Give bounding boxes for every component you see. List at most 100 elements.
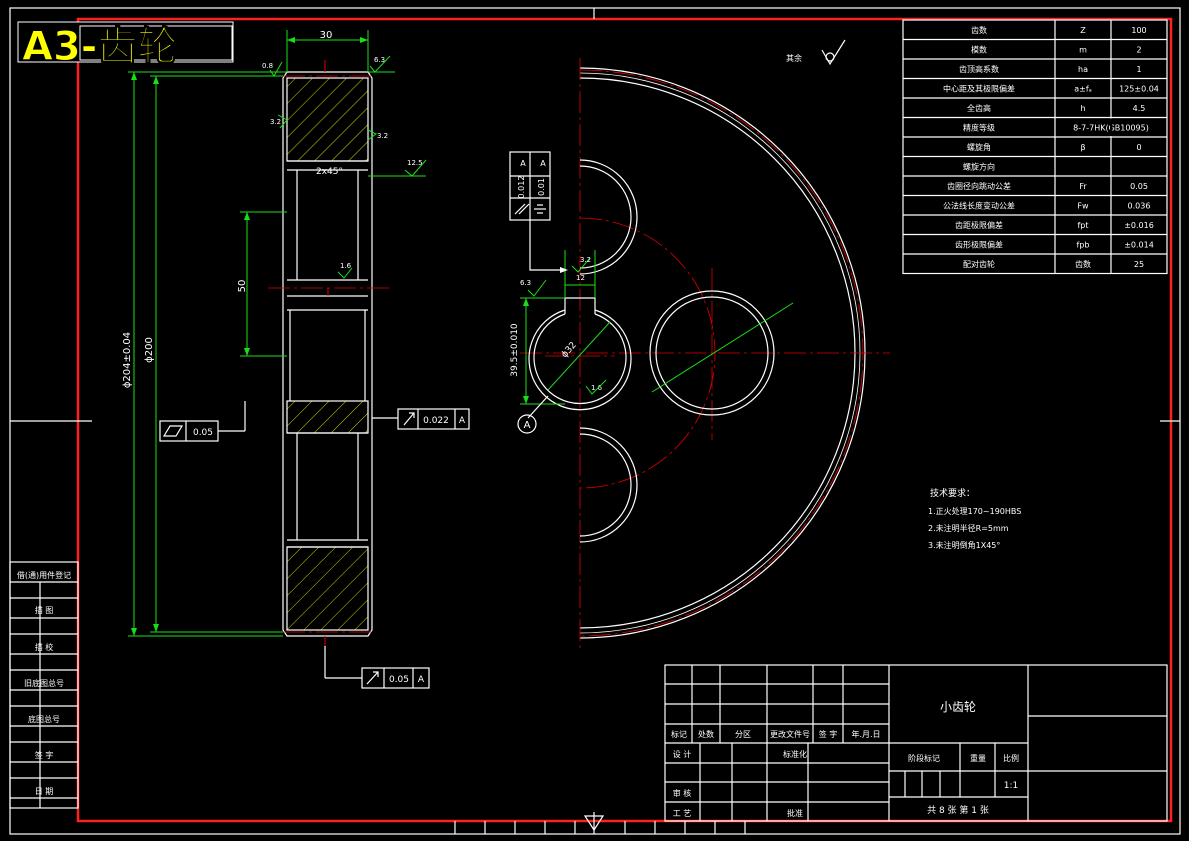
param-symbol: m	[1079, 46, 1087, 55]
standard-label: 标准化	[783, 749, 807, 759]
param-value: ±0.016	[1124, 221, 1154, 230]
rev-header: 标记	[671, 729, 687, 739]
left-strip: 借(通)用件登记 描 图 描 校 旧底图总号 底图总号 签 字 日 期	[9, 561, 79, 809]
param-value: 0.05	[1130, 182, 1148, 191]
param-symbol: h	[1080, 104, 1085, 113]
strip-label: 描 图	[35, 605, 54, 615]
param-symbol: fpt	[1077, 221, 1088, 230]
tech-item: 2.未注明半径R=5mm	[928, 523, 1009, 533]
param-name: 齿数	[971, 25, 987, 35]
param-name: 全齿高	[967, 103, 991, 113]
title-text: A3-齿轮	[22, 24, 177, 70]
datum-label: A	[524, 420, 531, 431]
front-view	[520, 58, 890, 648]
rest-label: 其余	[786, 53, 802, 63]
param-name: 模数	[971, 45, 987, 55]
hole-dia-dim: ϕ32	[560, 340, 579, 360]
section-view	[268, 60, 390, 646]
param-value: 25	[1134, 260, 1144, 269]
rough-label: 0.8	[262, 62, 273, 70]
approve-label: 批准	[787, 808, 803, 818]
param-name: 齿圈径向跳动公差	[947, 181, 1011, 191]
gdt-runout-hub: 0.022 A	[372, 408, 470, 430]
part-name: 小齿轮	[940, 700, 976, 714]
param-name: 公法线长度变动公差	[943, 201, 1015, 211]
gdt-value: 0.01	[537, 178, 546, 196]
stage-label: 阶段标记	[908, 753, 940, 763]
param-name: 齿顶高系数	[959, 64, 999, 74]
rev-header: 更改文件号	[770, 729, 810, 739]
rough-label: 6.3	[374, 56, 385, 64]
param-name: 螺旋角	[967, 142, 991, 152]
strip-label: 底图总号	[28, 714, 60, 724]
strip-label: 旧底图总号	[24, 678, 64, 688]
param-value: 2	[1136, 46, 1141, 55]
design-label: 设 计	[673, 749, 692, 759]
param-name: 螺旋方向	[963, 162, 995, 172]
gdt-runout-bottom: 0.05 A	[324, 646, 430, 689]
zone-marks	[454, 821, 746, 834]
rough-label: 3.2	[270, 118, 281, 126]
tech-title: 技术要求：	[930, 487, 975, 499]
chamfer-dim: 2x45°	[316, 167, 343, 177]
param-symbol: 齿数	[1075, 259, 1091, 269]
gdt-keyway: 0.012 0.01 A A	[509, 151, 568, 273]
width-dim: 30	[320, 30, 333, 41]
hatch-rim-bottom	[286, 546, 369, 631]
rev-header: 年.月.日	[851, 729, 880, 739]
param-value: 1	[1136, 65, 1141, 74]
param-symbol: Fw	[1077, 202, 1089, 211]
inner-dim: 50	[237, 280, 248, 293]
rough-label: 6.3	[520, 279, 531, 287]
param-name: 精度等级	[963, 123, 995, 133]
param-value: 0.036	[1128, 202, 1151, 211]
hatch-hub	[286, 400, 369, 434]
rough-label: 12.5	[407, 159, 423, 167]
param-name: 中心距及其极限偏差	[943, 84, 1015, 94]
rev-header: 处数	[698, 729, 714, 739]
section-dimensions: 30 ϕ204±0.04 ϕ200 50 2x45° 0.8 6.3 3.2 3…	[122, 30, 427, 637]
pd-dim: ϕ200	[144, 337, 155, 363]
key-width-dim: 12	[576, 274, 585, 282]
border-frame	[76, 17, 1173, 823]
param-name: 配对齿轮	[963, 259, 995, 269]
tech-item: 3.未注明倒角1X45°	[928, 540, 1000, 550]
scale-label: 比例	[1003, 753, 1019, 763]
process-label: 工 艺	[673, 809, 692, 818]
gdt-ref: A	[418, 675, 425, 685]
param-name: 齿形极限偏差	[955, 240, 1003, 250]
param-symbol: a±fₐ	[1074, 85, 1092, 94]
param-value: 4.5	[1133, 104, 1146, 113]
hatch-rim-top	[286, 77, 369, 162]
strip-label: 签 字	[35, 750, 54, 760]
param-name: 齿距极限偏差	[955, 220, 1003, 230]
title-block: 标记 处数 分区 更改文件号 签 字 年.月.日 设 计 标准化 审 核 工 艺…	[664, 664, 1168, 822]
gdt-ref: A	[459, 416, 466, 426]
rough-label: 1.6	[340, 262, 352, 270]
param-value: 0	[1136, 143, 1141, 152]
sheet-count: 共 8 张 第 1 张	[927, 804, 989, 816]
tech-requirements: 技术要求： 1.正火处理170~190HBS 2.未注明半径R=5mm 3.未注…	[928, 487, 1021, 550]
rough-label: 1.6	[591, 384, 603, 392]
rev-header: 签 字	[819, 729, 838, 739]
param-symbol: ha	[1078, 65, 1088, 74]
rev-header: 分区	[735, 730, 751, 739]
gdt-ref: A	[520, 159, 526, 168]
weight-label: 重量	[970, 753, 986, 763]
param-symbol: Fr	[1079, 182, 1087, 191]
gdt-value: 0.022	[423, 416, 449, 426]
tech-item: 1.正火处理170~190HBS	[928, 506, 1021, 516]
gdt-value: 0.05	[389, 675, 409, 685]
param-value: 100	[1131, 26, 1146, 35]
rough-label: 3.2	[377, 132, 388, 140]
gdt-ref: A	[540, 159, 546, 168]
param-symbol: β	[1080, 143, 1085, 152]
od-dim: ϕ204±0.04	[122, 332, 133, 388]
strip-label: 日 期	[35, 787, 54, 796]
scale-value: 1:1	[1004, 781, 1018, 791]
title-badge: A3-齿轮	[17, 21, 234, 71]
check-label: 审 核	[673, 788, 692, 798]
param-value: ±0.014	[1124, 241, 1154, 250]
